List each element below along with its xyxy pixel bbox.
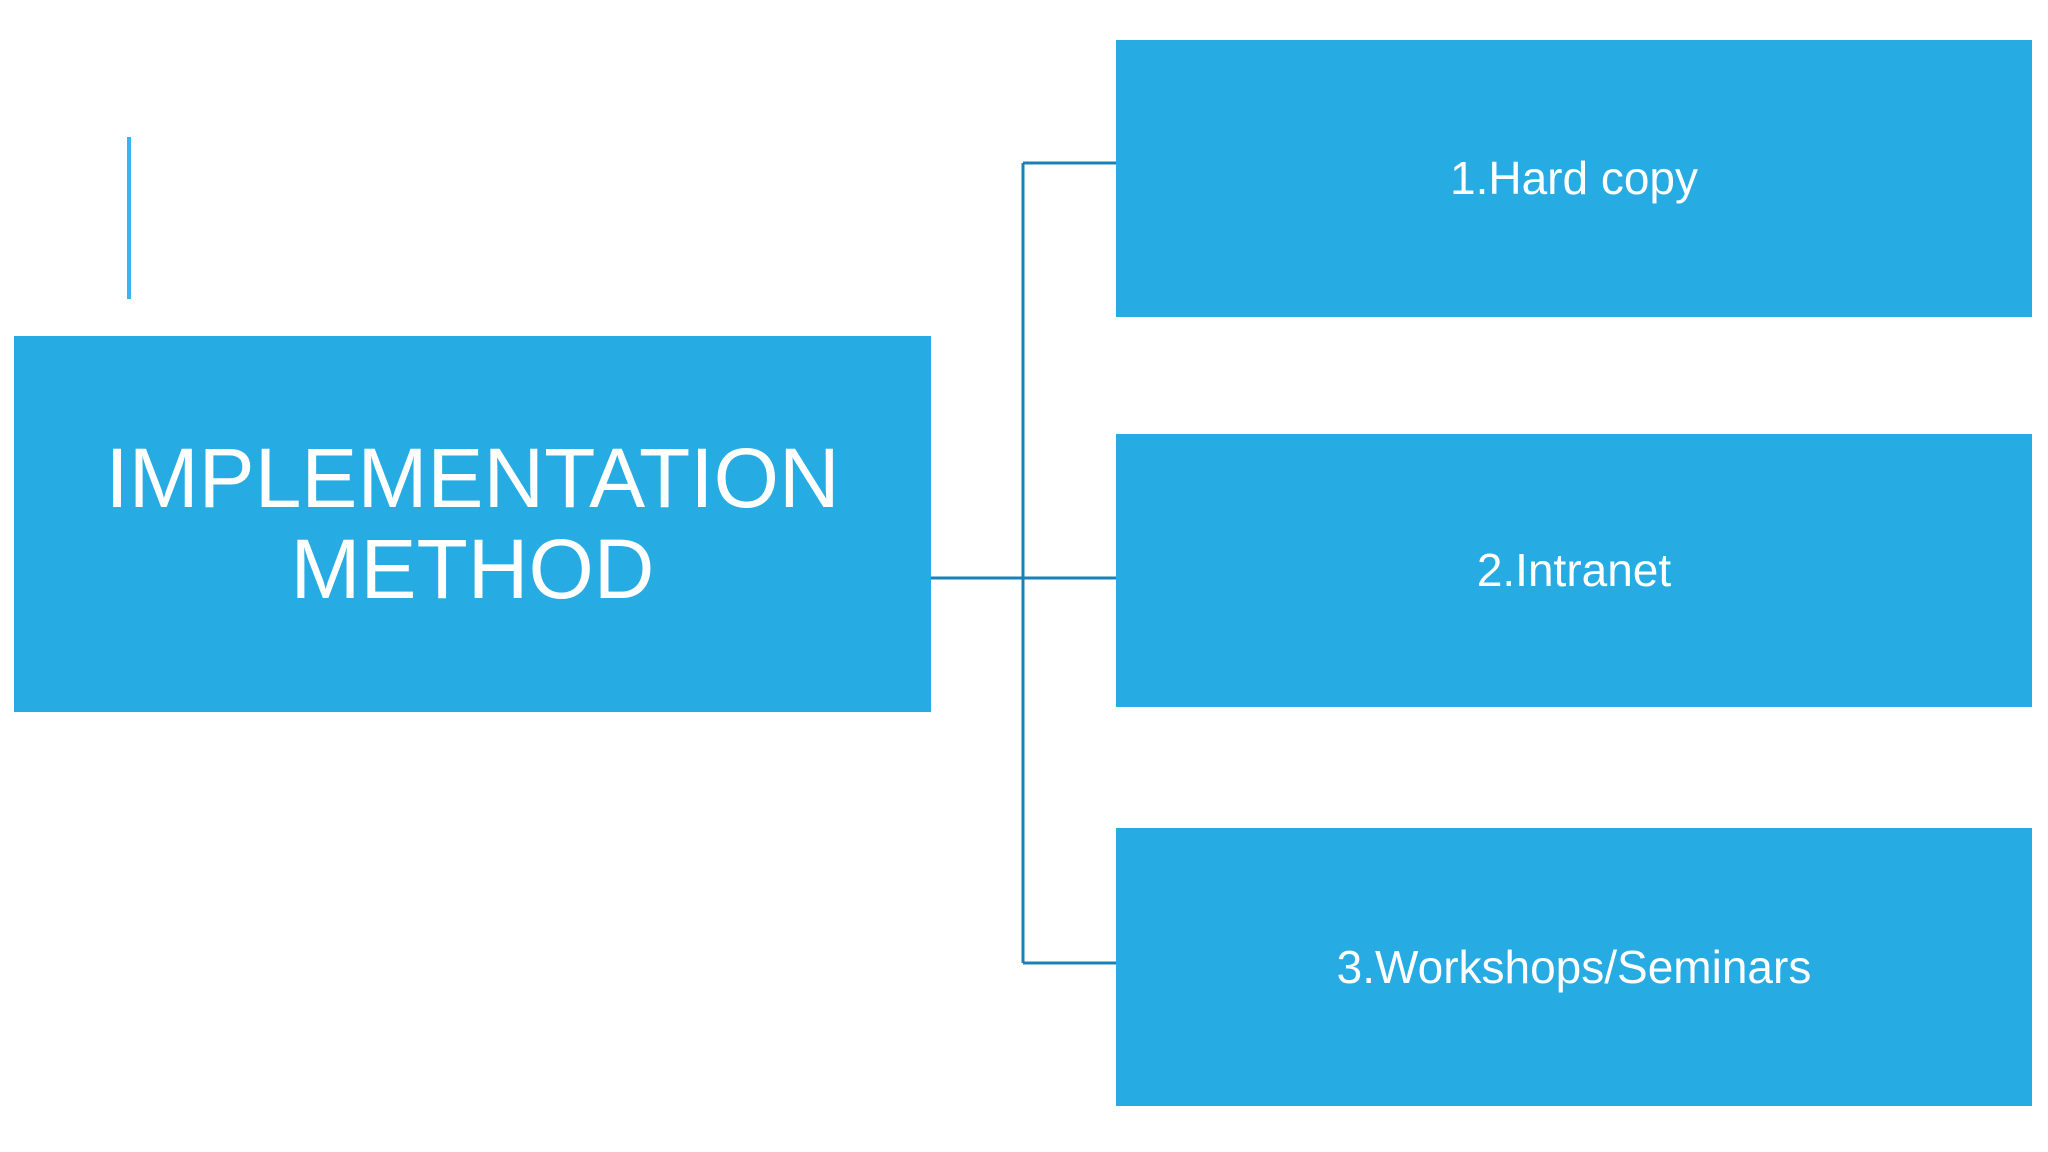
root-node-implementation-method[interactable]: IMPLEMENTATION METHOD — [14, 336, 931, 712]
root-node-label: IMPLEMENTATION METHOD — [105, 431, 840, 616]
branch-node-hard-copy[interactable]: 1.Hard copy — [1116, 40, 2032, 317]
branch-node-label: 3.Workshops/Seminars — [1336, 940, 1812, 993]
branch-node-label: 1.Hard copy — [1449, 152, 1698, 205]
branch-node-workshops-seminars[interactable]: 3.Workshops/Seminars — [1116, 828, 2032, 1106]
branch-node-intranet[interactable]: 2.Intranet — [1116, 434, 2032, 707]
branch-node-label: 2.Intranet — [1476, 544, 1672, 597]
vertical-accent-bar-icon — [127, 137, 131, 299]
